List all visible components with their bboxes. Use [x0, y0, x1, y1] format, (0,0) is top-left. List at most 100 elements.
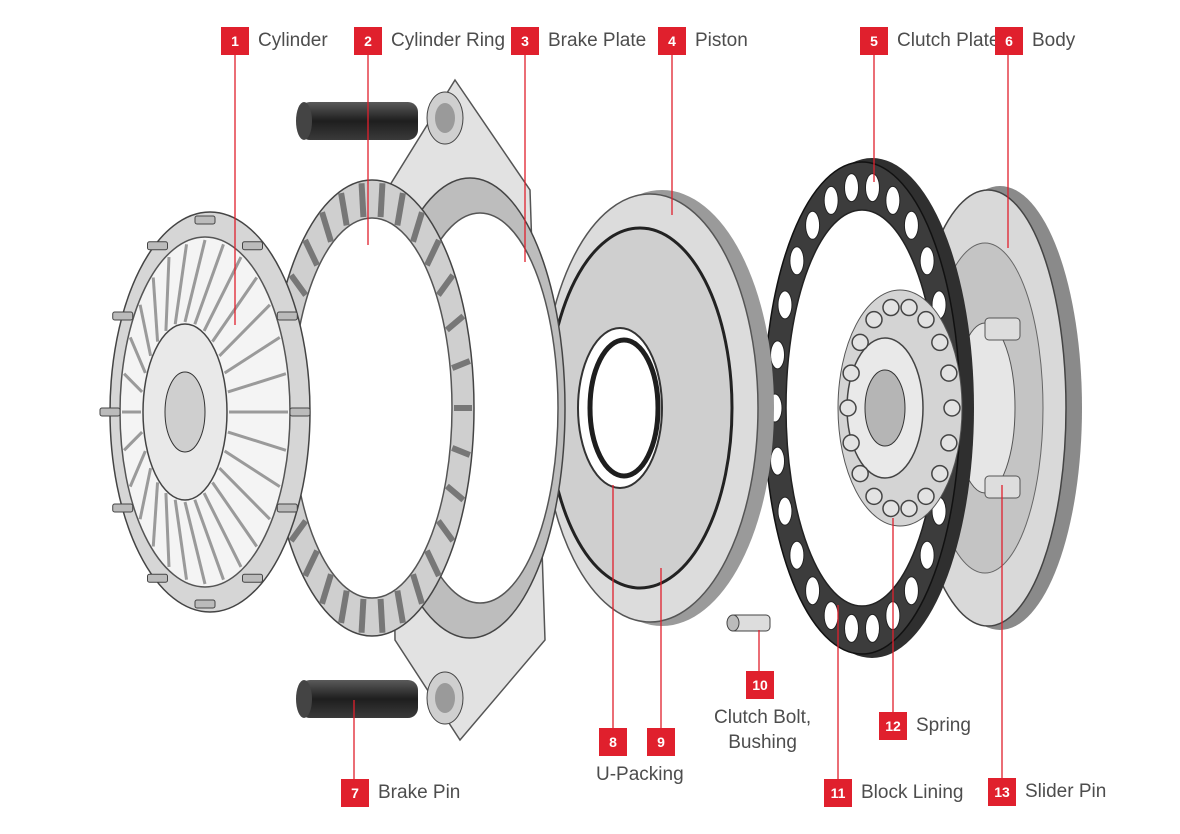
cylinder-fin — [151, 482, 160, 547]
ring-fin — [377, 598, 386, 633]
badge-4: 4 — [658, 27, 686, 55]
lining-hole — [805, 210, 821, 240]
cylinder-bolt — [242, 573, 263, 583]
cylinder-part — [99, 211, 311, 613]
lining-hole — [789, 246, 805, 276]
badge-6: 6 — [995, 27, 1023, 55]
cylinder-fin — [183, 239, 207, 323]
ring-fin — [435, 273, 456, 297]
ring-fin — [444, 483, 466, 503]
cylinder-ring-part — [269, 179, 475, 637]
badge-2: 2 — [354, 27, 382, 55]
badge-8: 8 — [599, 728, 627, 756]
badge-11: 11 — [824, 779, 852, 807]
cylinder-fin — [128, 336, 147, 374]
ring-fin — [377, 183, 386, 218]
ring-fin — [451, 358, 471, 371]
lining-hole — [777, 496, 793, 526]
ring-fin — [288, 273, 309, 297]
cylinder-fin — [218, 467, 271, 521]
spring-coil — [839, 399, 857, 417]
badge-1: 1 — [221, 27, 249, 55]
cylinder-fin — [193, 243, 225, 325]
cylinder-fin — [173, 499, 189, 580]
spring-coil — [865, 310, 883, 329]
spring-coil — [882, 499, 900, 518]
cylinder-fin — [173, 244, 189, 325]
spring-coil — [917, 310, 935, 329]
lining-hole — [770, 446, 786, 476]
label-clutch-bolt-line1: Clutch Bolt, — [714, 707, 812, 728]
cylinder-fin — [123, 430, 144, 452]
lining-hole — [919, 540, 935, 570]
ring-fin — [424, 238, 442, 267]
label-clutch-bolt: Clutch Bolt, Bushing — [714, 705, 811, 755]
callout-clutch-plate: 5 Clutch Plate — [860, 27, 999, 55]
lining-hole — [770, 340, 786, 370]
label-spring: Spring — [916, 715, 971, 736]
label-u-packing: U-Packing — [596, 764, 684, 785]
cylinder-fin — [193, 499, 225, 581]
badge-12: 12 — [879, 712, 907, 740]
lining-hole — [903, 576, 919, 606]
cylinder-fin — [202, 492, 243, 568]
ring-fin — [288, 519, 309, 543]
spring-coil — [851, 333, 869, 352]
spring-coil — [931, 333, 949, 352]
label-brake-plate: Brake Plate — [548, 30, 647, 51]
label-cylinder: Cylinder — [258, 30, 328, 51]
cylinder-fin — [128, 450, 147, 488]
lining-hole — [844, 173, 860, 203]
cylinder-fin — [151, 277, 160, 342]
callout-brake-pin: 7 Brake Pin — [341, 779, 460, 807]
cylinder-fin — [218, 303, 271, 357]
callout-brake-plate: 3 Brake Plate — [511, 27, 646, 55]
spring-coil — [842, 364, 860, 382]
lining-hole — [805, 576, 821, 606]
ring-fin — [302, 238, 320, 267]
lining-hole — [789, 540, 805, 570]
ring-fin — [394, 192, 406, 226]
lining-hole — [919, 246, 935, 276]
cylinder-fin — [227, 372, 287, 394]
ring-fin — [358, 183, 367, 218]
lining-hole — [903, 210, 919, 240]
label-block-lining: Block Lining — [861, 782, 964, 803]
badge-13: 13 — [988, 778, 1016, 806]
brake-pins — [296, 102, 418, 718]
label-clutch-bolt-line2: Bushing — [728, 732, 797, 753]
ring-fin — [424, 549, 442, 578]
callout-cylinder-ring: 2 Cylinder Ring — [354, 27, 505, 55]
callout-10: 10 — [746, 671, 774, 699]
spring-coil — [882, 298, 900, 317]
cylinder-fin — [223, 336, 281, 375]
ring-fin — [319, 573, 334, 605]
ring-fin — [302, 549, 320, 578]
lining-hole — [844, 613, 860, 643]
ring-fin — [435, 519, 456, 543]
cylinder-bolt — [194, 599, 216, 609]
cylinder-bolt — [242, 241, 263, 251]
badge-10: 10 — [746, 671, 774, 699]
ring-fin — [358, 598, 367, 633]
label-piston: Piston — [695, 30, 748, 51]
cylinder-fin — [138, 304, 153, 357]
ring-fin — [410, 211, 425, 243]
cylinder-fin — [183, 501, 207, 585]
lining-hole — [823, 601, 839, 631]
callout-piston: 4 Piston — [658, 27, 748, 55]
leader-lines — [234, 55, 1009, 779]
lining-hole — [777, 290, 793, 320]
ring-fin — [338, 192, 350, 226]
ring-fin — [444, 313, 466, 333]
spring-coil — [851, 464, 869, 483]
lining-hole — [823, 185, 839, 215]
badge-5: 5 — [860, 27, 888, 55]
spring-coil — [917, 487, 935, 506]
callout-slider-pin: 13 Slider Pin — [988, 778, 1106, 806]
spring-coil — [943, 399, 961, 417]
spring-coil — [900, 499, 918, 518]
cylinder-fin — [223, 449, 281, 488]
cylinder-fin — [123, 372, 144, 394]
